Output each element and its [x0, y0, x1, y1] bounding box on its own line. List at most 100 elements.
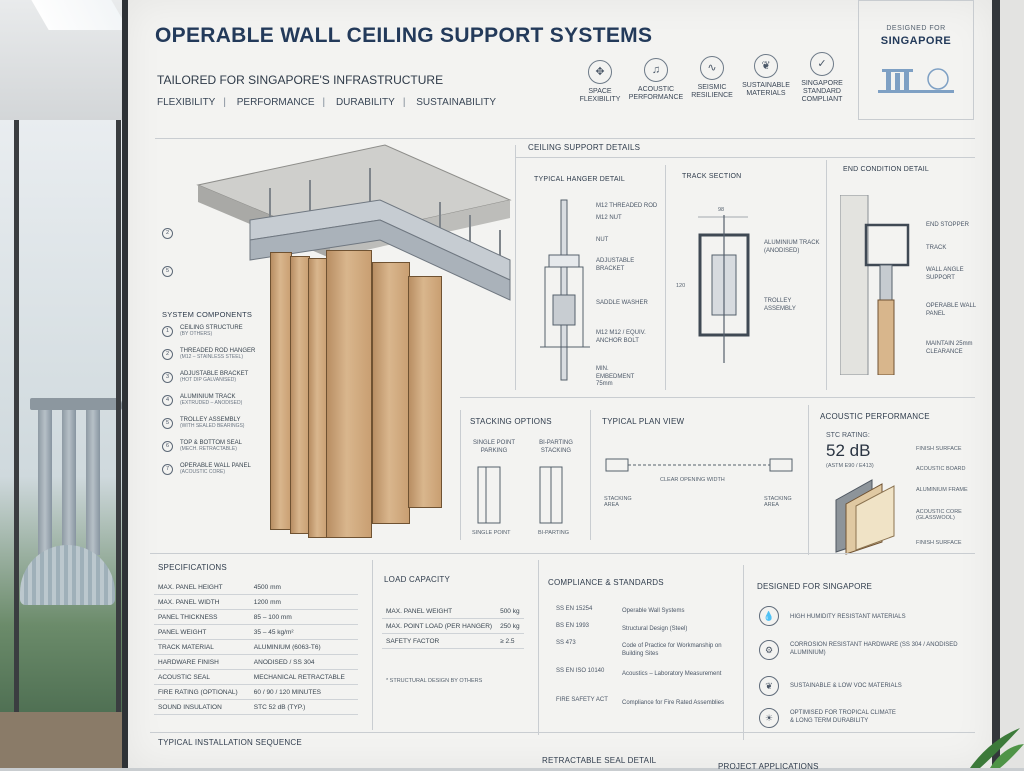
page-subtitle: TAILORED FOR SINGAPORE'S INFRASTRUCTURE: [157, 73, 444, 87]
wall-panel: [270, 252, 292, 530]
project-applications-title: PROJECT APPLICATIONS: [718, 762, 819, 771]
component-seal: TOP & BOTTOM SEAL(MECH. RETRACTABLE): [180, 440, 243, 452]
track-title: TRACK SECTION: [682, 173, 742, 180]
standard-code: FIRE SAFETY ACT: [556, 697, 608, 703]
stacking-drawing: [477, 466, 563, 524]
skyline-icon: [878, 68, 954, 93]
wall-panel: [408, 276, 442, 508]
acoustic-layer-drawing: [835, 479, 895, 555]
tag-sustainability: SUSTAINABILITY: [416, 97, 497, 108]
end-label: END STOPPER: [926, 222, 969, 228]
standard-code: SS EN ISO 10140: [556, 668, 605, 674]
plan-stack-right: STACKING AREA: [764, 496, 792, 508]
track-height-dim: 120: [676, 283, 686, 289]
stacking-single-caption: SINGLE POINT: [472, 530, 511, 536]
page-title: OPERABLE WALL CEILING SUPPORT SYSTEMS: [155, 24, 653, 47]
tower-2: [62, 410, 76, 555]
leaf-icon: ❦: [759, 676, 779, 696]
divider: [590, 410, 591, 540]
divider: [826, 160, 827, 390]
track-label: ALUMINIUM TRACK (ANODISED): [764, 240, 820, 254]
hanger-label: NUT: [596, 237, 609, 243]
stc-standard: (ASTM E90 / E413): [826, 463, 874, 469]
acoustic-layer: FINISH SURFACE: [916, 446, 962, 452]
stc-label: STC RATING:: [826, 432, 870, 439]
stacking-title: STACKING OPTIONS: [470, 417, 552, 426]
load-note: * STRUCTURAL DESIGN BY OTHERS: [386, 678, 483, 684]
tower-3: [86, 405, 100, 555]
component-track: ALUMINIUM TRACK(EXTRUDED – ANODISED): [180, 394, 243, 406]
standard-desc: Code of Practice for Workmanship on Buil…: [622, 643, 722, 657]
track-drawing: [698, 215, 750, 363]
end-condition-drawing: [840, 195, 910, 375]
ceiling-light: [31, 0, 129, 30]
standard-desc: Acoustics – Laboratory Measurement: [622, 671, 722, 677]
seismic-icon: ∿: [700, 56, 724, 80]
divider: [665, 165, 666, 390]
end-label: WALL ANGLE SUPPORT: [926, 267, 964, 281]
standard-code: SS EN 15254: [556, 606, 593, 612]
designed-item: SUSTAINABLE & LOW VOC MATERIALS: [790, 683, 902, 689]
wall-panel: [326, 250, 372, 538]
corrosion-icon: ⚙: [759, 640, 779, 660]
designed-item: CORROSION RESISTANT HARDWARE (SS 304 / A…: [790, 642, 958, 656]
acoustic-layer: ALUMINIUM FRAME: [916, 487, 968, 493]
acoustic-icon: ♫: [644, 58, 668, 82]
divider: [460, 397, 975, 398]
standard-desc: Compliance for Fire Rated Assemblies: [622, 700, 725, 706]
compliance-title: COMPLIANCE & STANDARDS: [548, 578, 664, 587]
city-window: [0, 120, 122, 768]
end-title: END CONDITION DETAIL: [843, 166, 929, 173]
hanger-label: M12 NUT: [596, 215, 622, 221]
plant-leaves: [970, 728, 1024, 768]
end-label: MAINTAIN 25mm CLEARANCE: [926, 341, 973, 355]
callout-5: 5: [162, 266, 173, 277]
component-trolley: TROLLEY ASSEMBLY(WITH SEALED BEARINGS): [180, 417, 245, 429]
table-row: MAX. POINT LOAD (PER HANGER)250 kg: [382, 618, 524, 634]
system-illustration: [196, 144, 512, 301]
header-divider: [155, 138, 975, 139]
component-panel: OPERABLE WALL PANEL(ACOUSTIC CORE): [180, 463, 251, 475]
install-sequence-title: TYPICAL INSTALLATION SEQUENCE: [158, 738, 302, 747]
specs-title: SPECIFICATIONS: [158, 563, 227, 572]
wall-panel: [290, 256, 310, 534]
tag-performance: PERFORMANCE: [236, 97, 315, 108]
track-label: TROLLEY ASSEMBLY: [764, 298, 796, 312]
divider: [743, 565, 744, 740]
standard-code: BS EN 1993: [556, 623, 590, 629]
acoustic-title: ACOUSTIC PERFORMANCE: [820, 412, 930, 421]
component-bracket: ADJUSTABLE BRACKET(HOT DIP GALVANISED): [180, 371, 249, 383]
component-rod: THREADED ROD HANGER(M12 – STAINLESS STEE…: [180, 348, 256, 360]
component-number: 1: [162, 326, 173, 337]
component-number: 3: [162, 372, 173, 383]
right-wall: [1000, 0, 1024, 768]
plan-clear-label: CLEAR OPENING WIDTH: [660, 477, 725, 483]
feature-seismic: ∿ SEISMIC RESILIENCE: [680, 56, 744, 100]
divider: [808, 405, 809, 555]
designed-item: HIGH HUMIDITY RESISTANT MATERIALS: [790, 614, 906, 620]
divider: [372, 560, 373, 730]
acoustic-layer: ACOUSTIC CORE (GLASSWOOL): [916, 509, 962, 521]
hanger-label: SADDLE WASHER: [596, 300, 648, 306]
acoustic-layer: ACOUSTIC BOARD: [916, 466, 966, 472]
divider: [150, 553, 975, 554]
window-mullion: [14, 120, 19, 768]
plan-stack-left: STACKING AREA: [604, 496, 632, 508]
window-mullion: [116, 120, 121, 768]
ceiling-details-title: CEILING SUPPORT DETAILS: [528, 143, 641, 152]
divider: [515, 145, 516, 390]
compliance-icon: ✓: [810, 52, 834, 76]
callout-2: 2: [162, 228, 173, 239]
divider: [538, 560, 539, 735]
stacking-single-label: SINGLE POINT PARKING: [472, 440, 515, 454]
component-ceiling: CEILING STRUCTURE(BY OTHERS): [180, 325, 243, 337]
stacking-biparting-label: BI-PARTING STACKING: [539, 440, 573, 454]
